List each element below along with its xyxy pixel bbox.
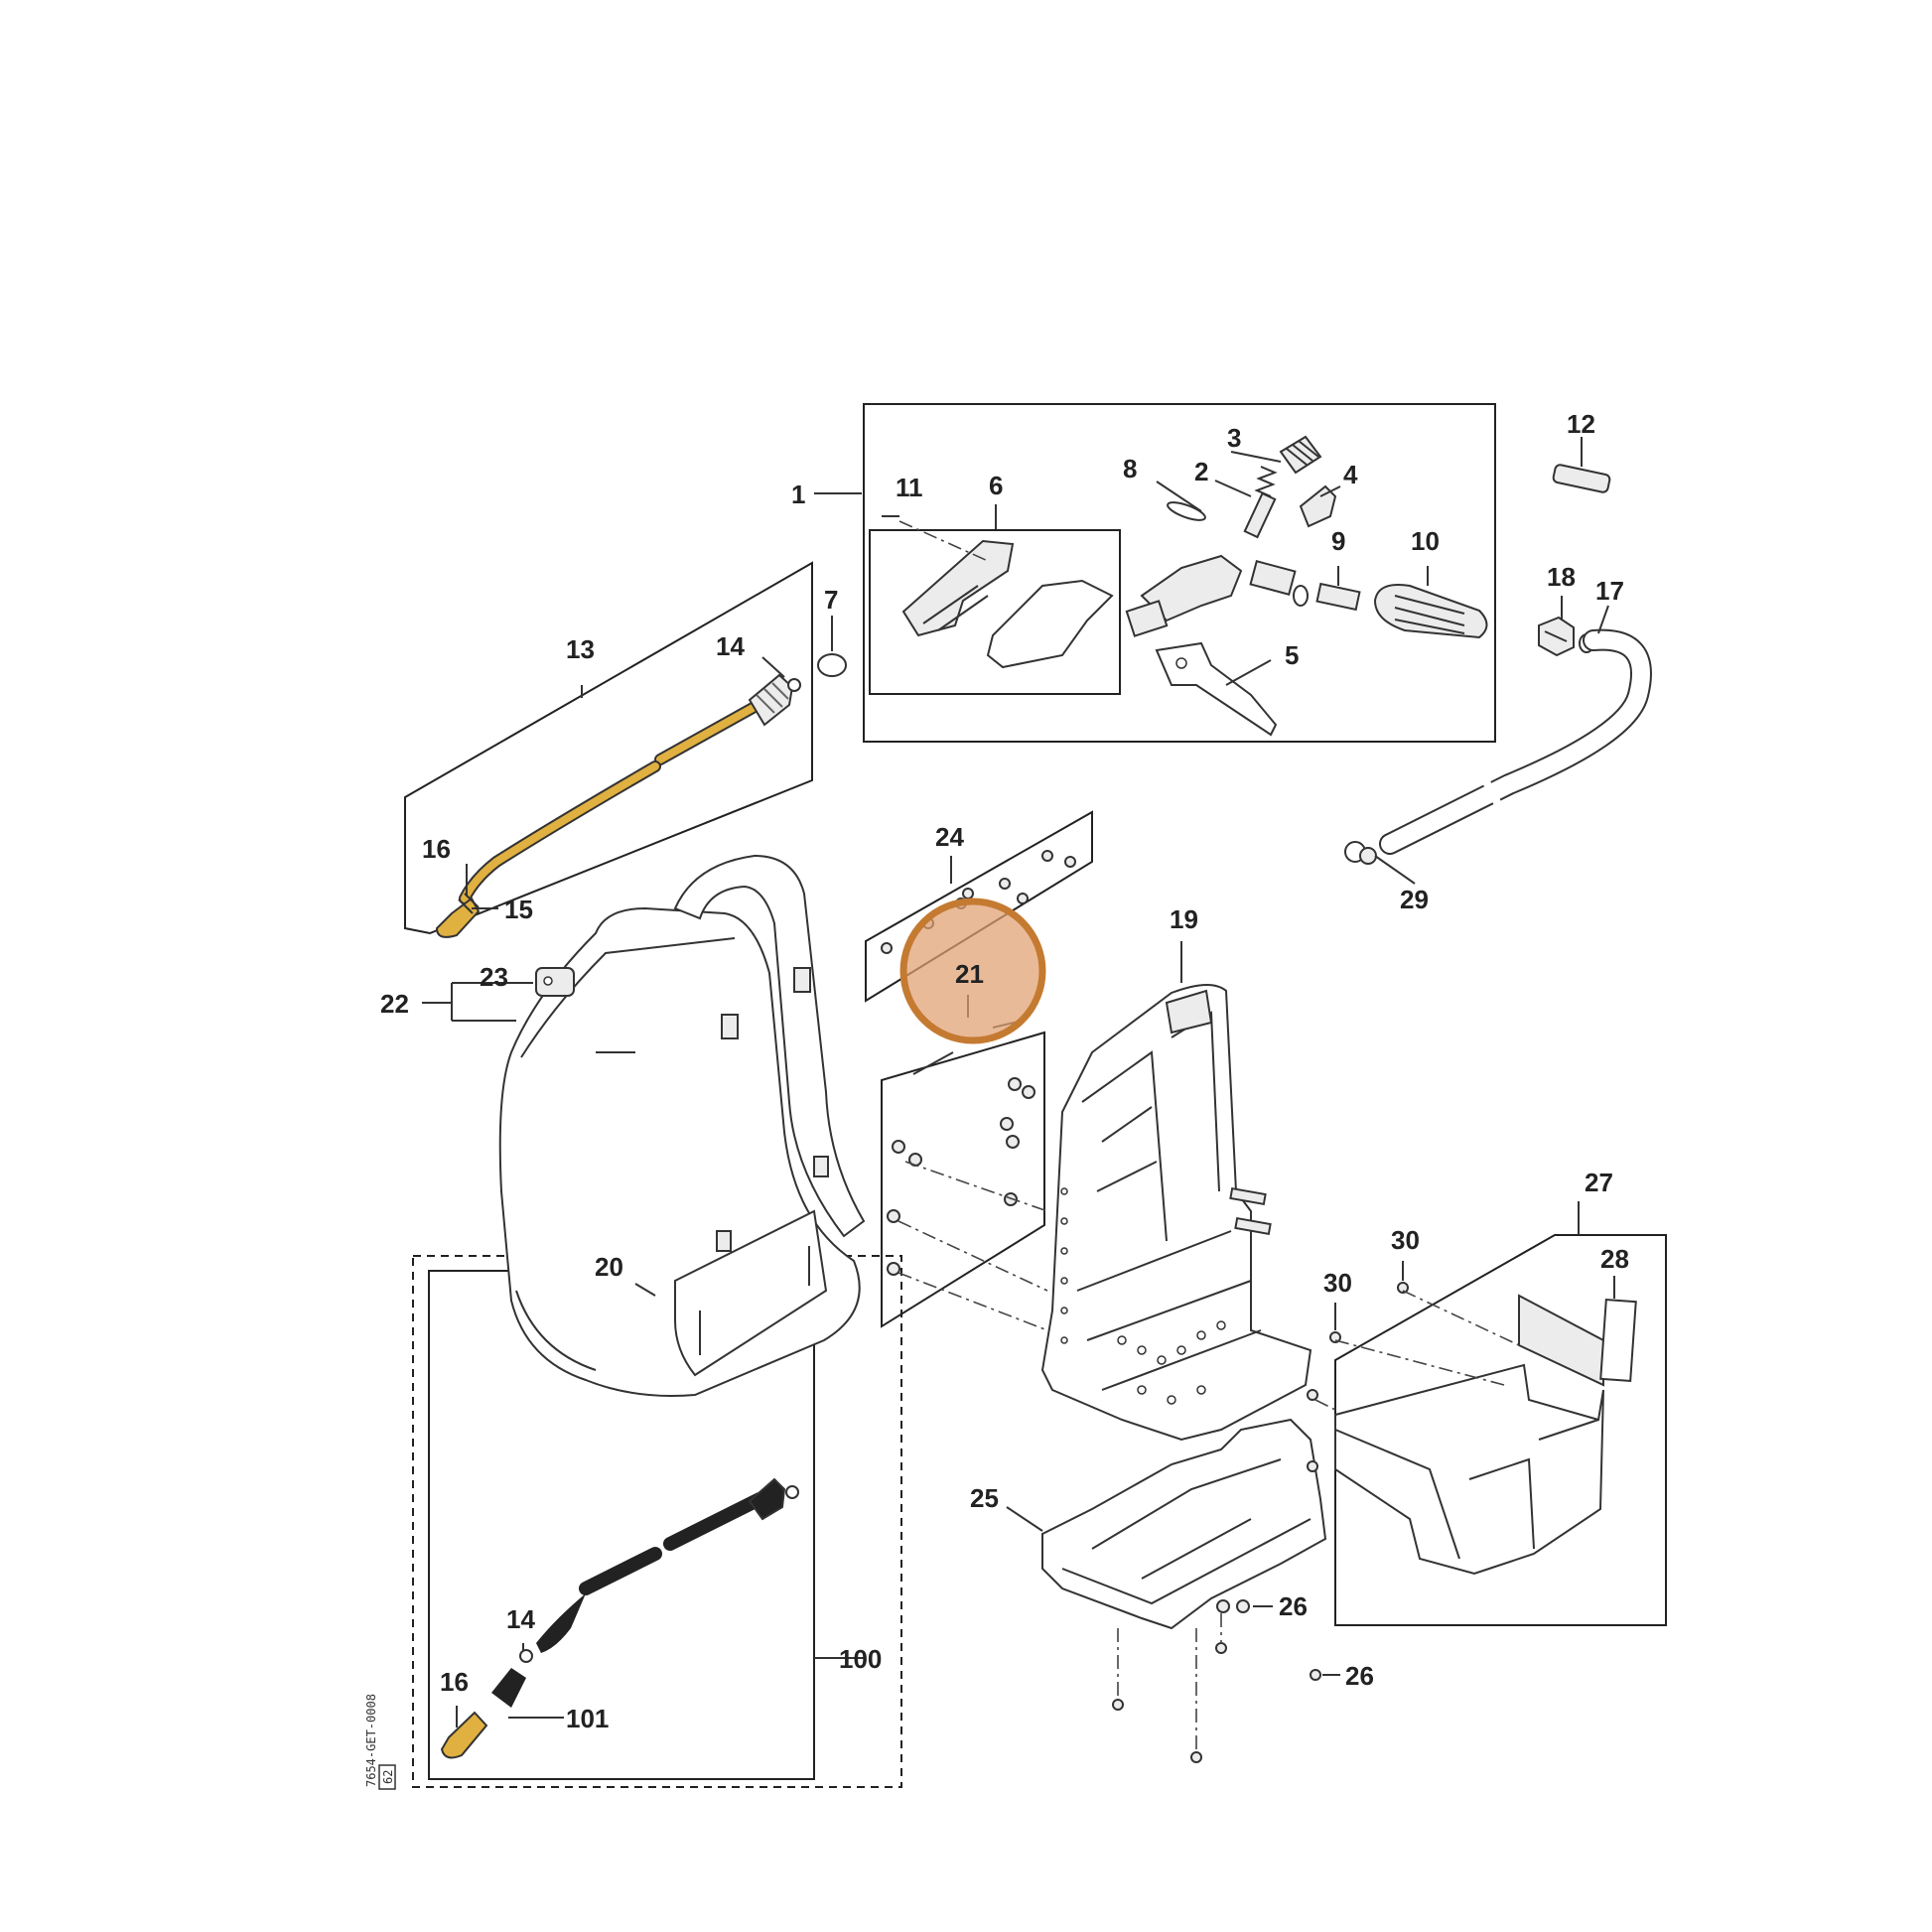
o-ring-8	[1167, 501, 1206, 521]
filter-9	[1315, 582, 1361, 612]
washer-14	[787, 678, 801, 692]
clip-4	[1299, 484, 1337, 528]
tank-box-27	[1334, 1234, 1667, 1626]
harness-20	[498, 854, 866, 1397]
callout-9[interactable]: 9	[1331, 526, 1345, 556]
grip-subassembly-box	[869, 529, 1121, 695]
callout-26-a[interactable]: 26	[1279, 1591, 1308, 1621]
callout-6[interactable]: 6	[989, 471, 1003, 500]
callout-20[interactable]: 20	[595, 1252, 623, 1282]
frame-holes	[1060, 1187, 1226, 1405]
hose-17-inner	[1381, 630, 1650, 853]
callout-13[interactable]: 13	[566, 634, 595, 664]
connector-12	[1552, 464, 1611, 493]
drawing-code: 7654-GET-0008 62	[364, 1694, 396, 1790]
clamp-7	[817, 653, 847, 677]
callout-24[interactable]: 24	[935, 822, 964, 852]
callout-16[interactable]: 16	[422, 834, 451, 864]
callouts: 1 11 6 8 2 3 4 9 10 5 7 12 18 17 13 14 1…	[380, 409, 1629, 1733]
hardware-21	[887, 1020, 1048, 1331]
hardware-panel-21	[881, 1031, 1045, 1328]
leader-lines	[422, 437, 1615, 1727]
screws-30	[1307, 1282, 1520, 1472]
callout-2[interactable]: 2	[1194, 457, 1208, 486]
elbow-101	[491, 1668, 526, 1708]
washer-14-c	[519, 1649, 533, 1663]
label-28	[1599, 1298, 1637, 1383]
lance-100	[536, 1477, 786, 1653]
svg-text:62: 62	[381, 1770, 395, 1784]
callout-30-a[interactable]: 30	[1391, 1225, 1420, 1255]
nozzle-16-b	[440, 1711, 488, 1759]
callout-21[interactable]: 21	[955, 959, 984, 989]
callout-12[interactable]: 12	[1567, 409, 1595, 439]
sleeve-10	[1373, 584, 1488, 639]
lance-panel	[404, 561, 813, 935]
tank-27	[1334, 1294, 1604, 1576]
callout-27[interactable]: 27	[1585, 1168, 1613, 1197]
callout-23[interactable]: 23	[480, 962, 508, 992]
callout-15[interactable]: 15	[504, 895, 533, 924]
callout-22[interactable]: 22	[380, 989, 409, 1019]
clamp-29	[1344, 841, 1377, 865]
grip-handle-6	[901, 539, 1114, 669]
base-25	[1041, 1418, 1327, 1630]
callout-3[interactable]: 3	[1227, 423, 1241, 453]
callout-100[interactable]: 100	[839, 1644, 882, 1674]
callout-1[interactable]: 1	[791, 480, 805, 509]
callout-26-b[interactable]: 26	[1345, 1661, 1374, 1691]
trigger-5	[1155, 641, 1278, 737]
callout-11[interactable]: 11	[896, 473, 923, 502]
screws-26	[1112, 1599, 1321, 1763]
o-ring-9	[1293, 585, 1309, 607]
callout-30-b[interactable]: 30	[1323, 1268, 1352, 1298]
callout-29[interactable]: 29	[1400, 885, 1429, 914]
callout-14[interactable]: 14	[716, 631, 745, 661]
nozzle-16	[435, 893, 481, 938]
svg-text:7654-GET-0008: 7654-GET-0008	[364, 1694, 378, 1787]
spring-2	[1243, 466, 1278, 539]
callout-7[interactable]: 7	[824, 585, 838, 615]
highlight-circle-21[interactable]	[899, 897, 1046, 1044]
washer-14-b	[785, 1485, 799, 1499]
valve-body	[1125, 554, 1297, 637]
callout-25[interactable]: 25	[970, 1483, 999, 1513]
callout-10[interactable]: 10	[1411, 526, 1440, 556]
callout-5[interactable]: 5	[1285, 640, 1299, 670]
callout-28[interactable]: 28	[1600, 1244, 1629, 1274]
callout-14-b[interactable]: 14	[506, 1604, 535, 1634]
nut-18	[1538, 616, 1575, 657]
handle-assembly-box	[863, 403, 1496, 743]
callout-19[interactable]: 19	[1170, 904, 1198, 934]
callout-8[interactable]: 8	[1123, 454, 1137, 483]
lance-13	[459, 673, 794, 904]
callout-4[interactable]: 4	[1343, 460, 1358, 489]
callout-17[interactable]: 17	[1595, 576, 1624, 606]
buckle-23	[535, 967, 575, 997]
cap-3	[1279, 435, 1322, 475]
backframe-19	[1040, 984, 1312, 1442]
callout-101[interactable]: 101	[566, 1704, 609, 1733]
callout-16-b[interactable]: 16	[440, 1667, 469, 1697]
hose-17-break	[1478, 772, 1503, 808]
callout-18[interactable]: 18	[1547, 562, 1576, 592]
decal-panel-24	[865, 810, 1093, 1003]
